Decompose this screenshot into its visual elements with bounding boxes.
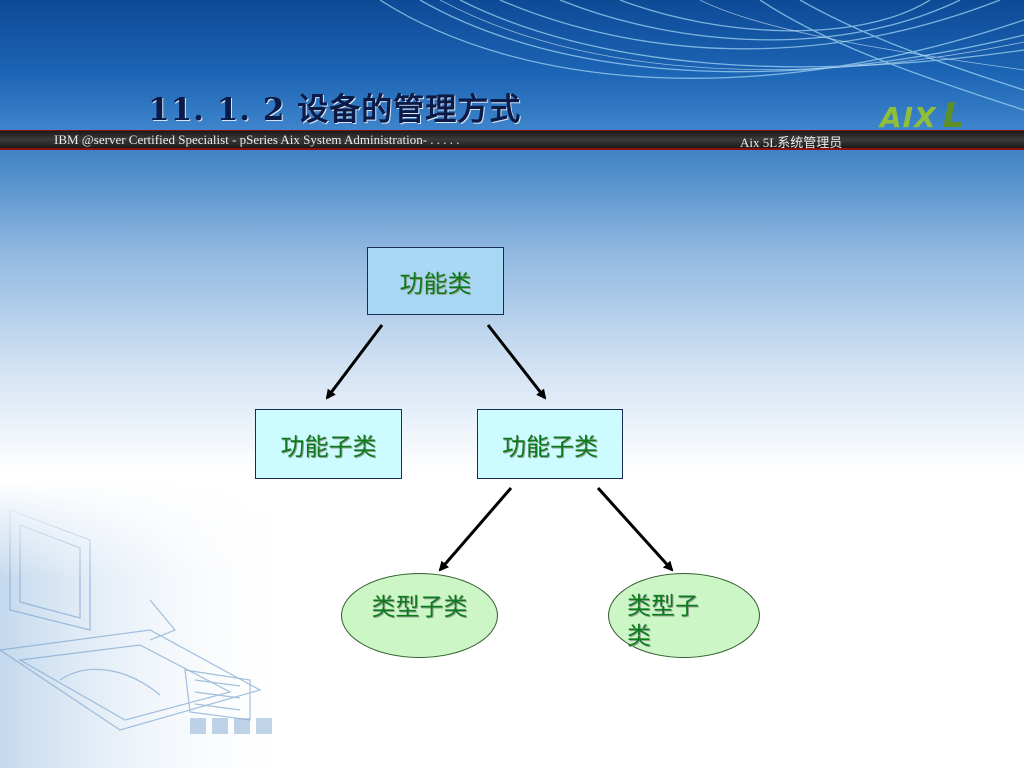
node-function-subclass-left: 功能子类 [255, 409, 402, 479]
logo-main-text: AIX [880, 101, 937, 134]
logo-suffix-text: L [942, 96, 966, 136]
node-function-subclass-right: 功能子类 [477, 409, 623, 479]
banner-course-name: Aix 5L系统管理员 [740, 135, 843, 150]
banner-course-text: IBM @server Certified Specialist - pSeri… [54, 132, 460, 147]
arrow-subclass-to-type-right [596, 486, 674, 572]
header-background [0, 0, 1024, 130]
arrow-subclass-to-type-left [438, 487, 513, 572]
header-wave-decoration [379, 0, 1024, 111]
node-function-class: 功能类 [367, 247, 504, 315]
decorative-keyboard-photo [0, 480, 300, 768]
course-banner: IBM @server Certified Specialist - pSeri… [0, 130, 1024, 150]
slide-title: 11. 1. 2 设备的管理方式 [148, 92, 522, 128]
arrow-root-to-subclass-right [486, 324, 547, 400]
node-type-subclass-right: 类型子类 [608, 573, 760, 658]
arrow-root-to-subclass-left [325, 324, 384, 400]
node-type-subclass-left: 类型子类 [341, 573, 498, 658]
